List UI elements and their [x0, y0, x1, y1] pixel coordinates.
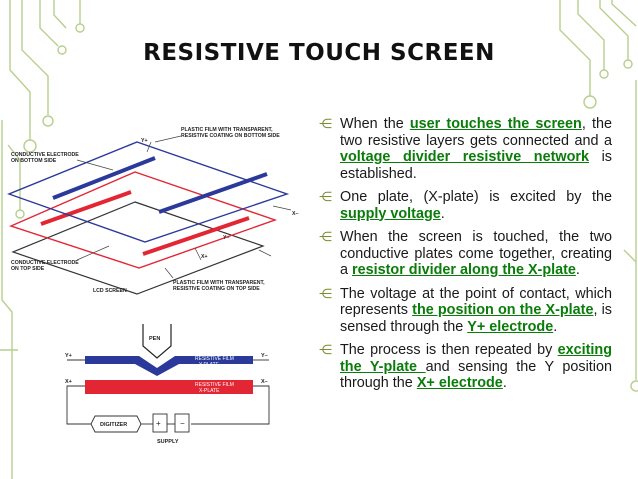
label-x-plus-lower: X+	[65, 379, 72, 385]
highlighted-term: user touches the screen	[409, 116, 582, 132]
label-electrode-top-1: CONDUCTIVE ELECTRODE	[11, 260, 79, 266]
highlighted-term: exciting the Y-plate	[340, 342, 612, 375]
bullet-marker-icon: ⋲	[319, 285, 332, 301]
bullet-text: When the	[340, 116, 410, 132]
blue-electrode-left	[52, 156, 156, 200]
label-electrode-bottom-1: CONDUCTIVE ELECTRODE	[11, 152, 79, 158]
bullet-text: .	[575, 262, 580, 278]
label-y-minus: Y–	[223, 235, 229, 241]
bullet-text: , the two resistive layers gets connecte…	[340, 116, 612, 149]
label-film-top-2: RESISTIVE COATING ON TOP SIDE	[173, 286, 260, 292]
red-electrode-left	[40, 190, 132, 226]
digitizer-block	[90, 415, 142, 433]
bullet-text: and sensing the Y position through the	[340, 358, 612, 392]
label-film-y-2: Y-PLATE	[199, 362, 220, 368]
highlighted-term: X+ electrode	[416, 375, 503, 391]
bullet-item: ⋲ When the user touches the screen, the t…	[319, 116, 612, 182]
lower-film-layer	[9, 171, 278, 269]
bullet-list: ⋲ When the user touches the screen, the t…	[319, 116, 612, 399]
label-x-plus: X+	[201, 254, 208, 260]
bullet-item: ⋲ The voltage at the point of contact, wh…	[319, 285, 612, 336]
svg-text:+: +	[156, 419, 161, 428]
lcd-layer	[11, 201, 265, 295]
label-y-plus: Y+	[141, 138, 148, 144]
x-plate-film	[85, 380, 253, 394]
bullet-item: ⋲ One plate, (X-plate) is excited by the…	[319, 189, 612, 222]
label-film-top-1: PLASTIC FILM WITH TRANSPARENT,	[173, 280, 265, 286]
label-film-bottom-2: RESISTIVE COATING ON BOTTOM SIDE	[181, 133, 280, 139]
label-x-minus-lower: X–	[261, 379, 268, 385]
supply-minus-box	[174, 413, 190, 433]
supply-label: SUPPLY	[157, 439, 179, 445]
label-film-x-1: RESISTIVE FILM	[195, 382, 234, 388]
bullet-text: The process is then repeated by	[340, 342, 558, 358]
upper-film-layer	[7, 141, 290, 243]
bullet-item: ⋲ When the screen is touched, the two con…	[319, 229, 612, 279]
svg-text:−: −	[180, 419, 185, 428]
label-electrode-top-2: ON TOP SIDE	[11, 266, 45, 272]
bullet-text: .	[553, 318, 558, 335]
highlighted-term: voltage divider resistive network	[340, 149, 589, 165]
layer-stack-diagram: PLASTIC FILM WITH TRANSPARENT, RESISTIVE…	[7, 127, 298, 295]
highlighted-term: resistor divider along the X-plate	[352, 262, 576, 278]
highlighted-term: the position on the X-plate	[412, 302, 594, 318]
page-title: RESISTIVE TOUCH SCREEN	[143, 40, 495, 66]
bullet-marker-icon: ⋲	[319, 189, 332, 204]
bullet-text: .	[502, 375, 507, 391]
bullet-text: is established.	[340, 149, 612, 182]
blue-electrode-right	[158, 172, 268, 214]
label-film-y-1: RESISTIVE FILM	[195, 356, 234, 362]
highlighted-term: supply voltage	[340, 205, 441, 222]
cross-section-diagram: PEN RESISTIVE FILM Y-PLATE RESISTIVE FIL…	[65, 324, 270, 445]
supply-plus-box	[152, 413, 168, 433]
label-film-x-2: X-PLATE	[199, 388, 220, 394]
label-y-minus-lower: Y–	[261, 353, 268, 359]
label-x-minus: X–	[292, 211, 298, 217]
label-electrode-bottom-2: ON BOTTOM SIDE	[11, 158, 57, 164]
bullet-marker-icon: ⋲	[319, 116, 332, 131]
pen-icon	[142, 324, 172, 359]
bullet-text: One plate, (X-plate) is excited by the	[340, 189, 612, 205]
label-y-plus-lower: Y+	[65, 353, 72, 359]
bullet-text: When the screen is touched, the two cond…	[340, 229, 612, 278]
label-film-bottom-1: PLASTIC FILM WITH TRANSPARENT,	[181, 127, 273, 133]
bullet-text: , is sensed through the	[340, 302, 612, 335]
bullet-marker-icon: ⋲	[319, 229, 332, 244]
y-plate-film	[85, 356, 253, 376]
digitizer-label: DIGITIZER	[100, 422, 127, 428]
bullet-marker-icon: ⋲	[319, 342, 332, 357]
pen-label: PEN	[149, 336, 160, 342]
bullet-item: ⋲ The process is then repeated by excitin…	[319, 342, 612, 392]
bullet-text: .	[440, 205, 445, 222]
label-lcd-screen: LCD SCREEN	[93, 288, 127, 294]
bullet-text: The voltage at the point of contact, whi…	[340, 285, 612, 319]
highlighted-term: Y+ electrode	[467, 318, 554, 335]
red-electrode-right	[142, 216, 250, 256]
